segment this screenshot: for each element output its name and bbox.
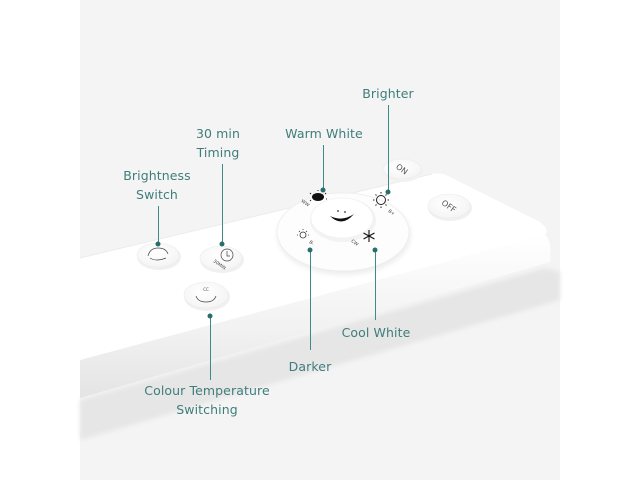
callout-darker-text: Darker	[288, 359, 332, 374]
cycle-arrows-icon	[195, 295, 217, 303]
on-button[interactable]: ON	[382, 158, 423, 182]
snowflake-icon	[363, 230, 375, 242]
remote-shadow	[80, 268, 560, 440]
brighter-button[interactable]: B+	[373, 192, 396, 217]
sun-filled-icon	[312, 193, 324, 201]
cycle-arrows-icon	[147, 247, 169, 257]
callout-brighter-text: Brighter	[362, 86, 414, 101]
callout-line-warm-white	[323, 145, 324, 190]
callout-dot-colour-temperature	[207, 313, 213, 319]
brightness-switch-button[interactable]	[136, 242, 181, 270]
warm-white-label: WW	[300, 198, 311, 208]
callout-brightness-switch-line2: Switch	[136, 187, 178, 202]
moon-icon	[330, 214, 354, 222]
callout-colour-temperature: Colour Temperature Switching	[144, 381, 270, 419]
callout-dot-warm-white	[320, 187, 326, 193]
callout-timing-line2: Timing	[196, 145, 240, 160]
cool-white-button[interactable]: CW	[350, 230, 375, 248]
callout-cool-white: Cool White	[342, 323, 411, 342]
callout-line-darker	[310, 250, 311, 350]
callout-colour-temperature-line1: Colour Temperature	[144, 383, 270, 398]
timing-button[interactable]: 30MIN	[199, 245, 244, 273]
sun-small-icon	[299, 231, 307, 239]
callout-colour-temperature-line2: Switching	[176, 402, 238, 417]
callout-darker: Darker	[289, 357, 332, 376]
callout-dot-brightness-switch	[155, 241, 161, 247]
callout-dot-timing	[219, 241, 225, 247]
callout-dot-darker	[307, 247, 313, 253]
callout-warm-white: Warm White	[285, 124, 363, 143]
callout-dot-cool-white	[372, 247, 378, 253]
remote-side	[80, 235, 551, 398]
callout-warm-white-text: Warm White	[285, 126, 363, 141]
callout-line-brightness-switch	[158, 206, 159, 244]
warm-white-button[interactable]: WW	[300, 190, 327, 209]
center-button[interactable]	[310, 197, 376, 242]
colour-temperature-button[interactable]: CC	[183, 281, 230, 311]
callout-brighter: Brighter	[362, 84, 414, 103]
callout-brightness-switch: Brightness Switch	[123, 166, 191, 204]
off-button[interactable]: OFF	[427, 193, 472, 221]
callout-timing-line1: 30 min	[195, 126, 241, 141]
callout-line-cool-white	[375, 250, 376, 320]
callout-dot-brighter	[385, 189, 391, 195]
callout-line-colour-temperature	[210, 316, 211, 380]
brighter-label: B+	[387, 208, 396, 217]
callout-timing: 30 min Timing	[196, 124, 240, 162]
callout-brightness-switch-line1: Brightness	[123, 168, 191, 183]
cool-white-label: CW	[350, 238, 360, 248]
callout-line-brighter	[388, 105, 389, 192]
sun-icon	[376, 195, 386, 205]
callout-line-timing	[222, 164, 223, 244]
darker-button[interactable]: B-	[297, 229, 315, 247]
colour-temperature-label: CC	[203, 287, 209, 292]
clock-icon	[220, 248, 234, 262]
darker-label: B-	[308, 239, 316, 247]
callout-cool-white-text: Cool White	[341, 325, 411, 340]
